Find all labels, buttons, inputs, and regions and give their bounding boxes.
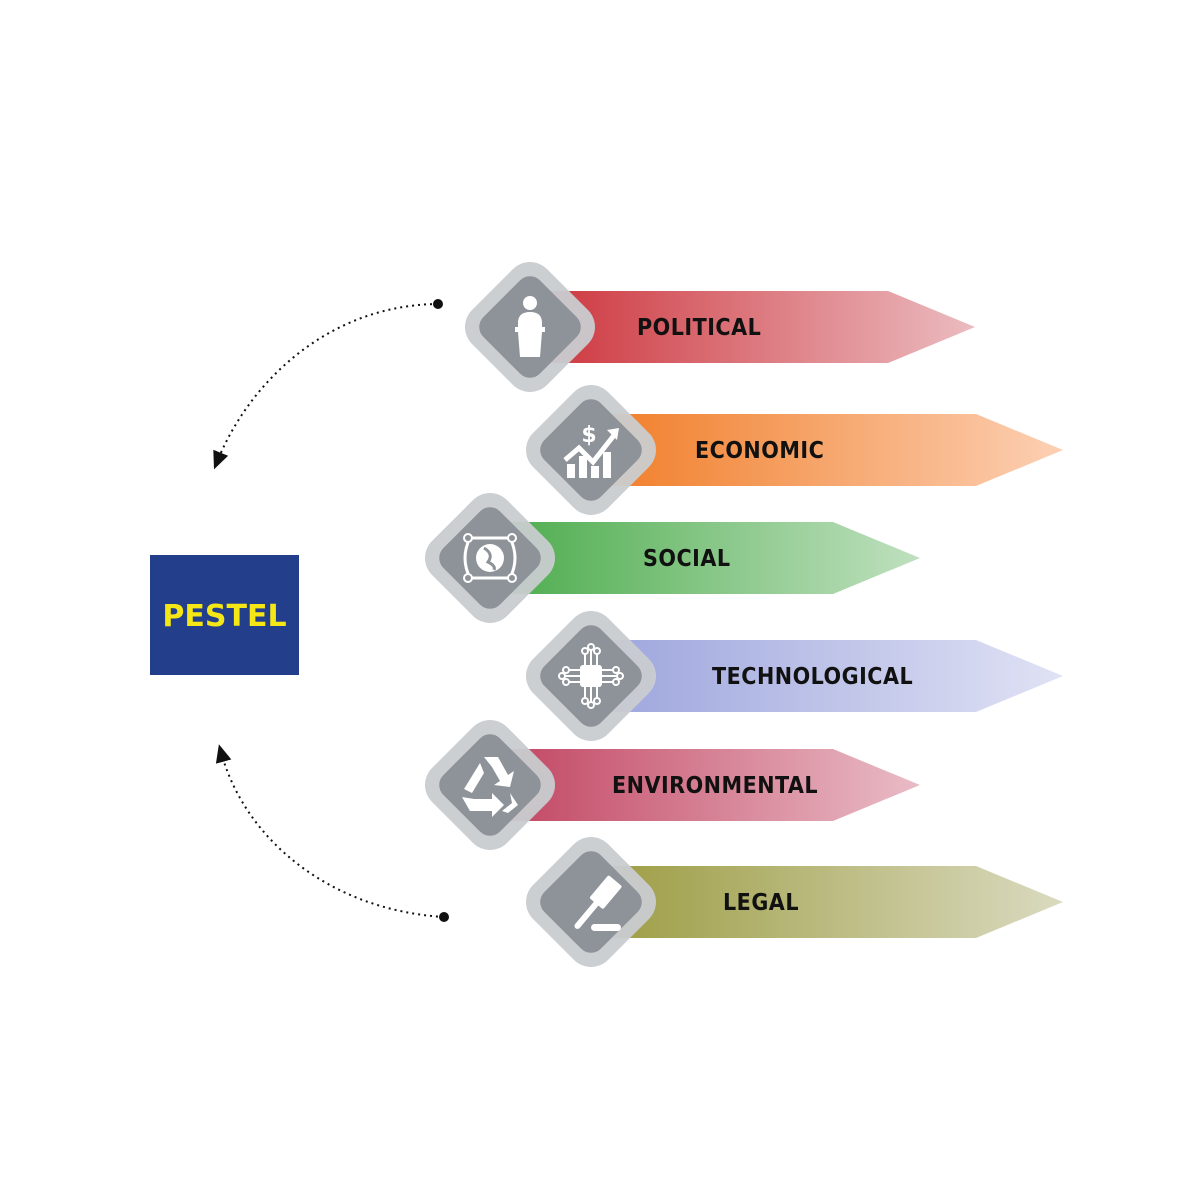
podium-speaker-icon [464, 261, 596, 393]
factor-arrow-banner [480, 749, 920, 821]
factor-technological: TECHNOLOGICAL [525, 610, 1063, 742]
top-connector-dot [433, 299, 443, 309]
factor-arrow-banner [480, 522, 920, 594]
factor-label: ECONOMIC [695, 438, 824, 464]
pestel-title: PESTEL [162, 599, 286, 634]
factor-arrow-banner [520, 291, 975, 363]
circuit-chip-icon [525, 610, 657, 742]
factor-label: TECHNOLOGICAL [712, 664, 913, 690]
gavel-icon [525, 836, 657, 968]
pestel-box: PESTEL [150, 555, 299, 675]
factor-label: POLITICAL [637, 315, 761, 341]
top-dotted-connector [213, 303, 439, 470]
factor-arrow-banner [580, 640, 1063, 712]
bottom-dotted-connector [215, 744, 445, 918]
svg-text:$: $ [581, 423, 596, 448]
factor-economic: $ ECONOMIC [525, 384, 1063, 516]
factor-label: ENVIRONMENTAL [612, 773, 818, 799]
factor-label: LEGAL [723, 890, 799, 916]
factor-arrow-banner [580, 866, 1063, 938]
factor-political: POLITICAL [464, 261, 975, 393]
factor-legal: LEGAL [525, 836, 1063, 968]
bottom-connector-dot [439, 912, 449, 922]
globe-network-icon [424, 492, 556, 624]
factor-arrow-banner [580, 414, 1063, 486]
dollar-growth-chart-icon: $ [525, 384, 657, 516]
factor-environmental: ENVIRONMENTAL [424, 719, 920, 851]
factor-label: SOCIAL [643, 546, 731, 572]
factor-social: SOCIAL [424, 492, 920, 624]
recycle-icon [424, 719, 556, 851]
